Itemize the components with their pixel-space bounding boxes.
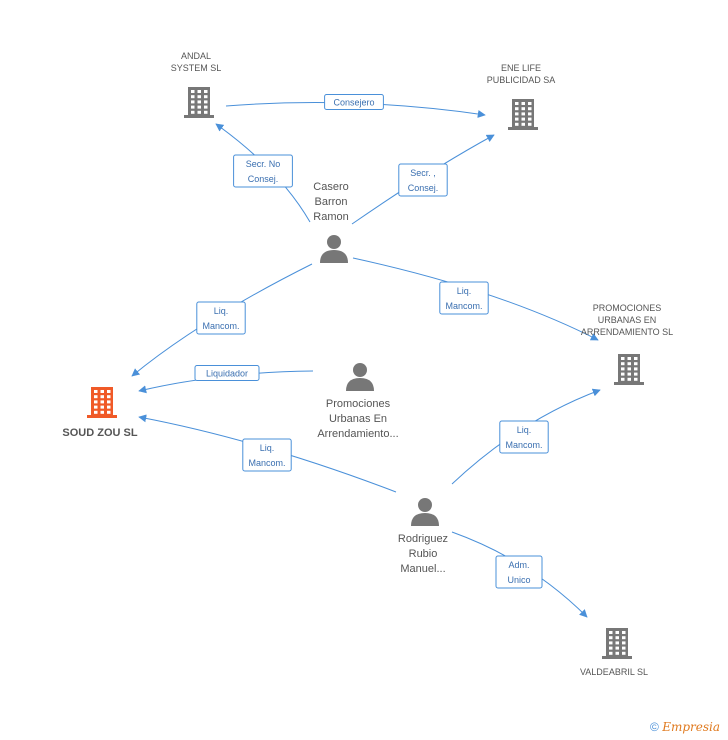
- node-label: VALDEABRIL SL: [580, 667, 648, 677]
- company-node-valdeabril[interactable]: VALDEABRIL SL: [580, 628, 648, 677]
- building-icon: [87, 387, 117, 418]
- edge-label-casero-to-enelife[interactable]: Secr. , Consej.: [398, 163, 448, 197]
- edge-label-promociones_p-to-soud[interactable]: Liquidador: [194, 365, 260, 381]
- edge-label-text: Mancom.: [202, 321, 239, 331]
- edge-label-text: Liquidador: [206, 369, 248, 379]
- brand-name: Empresia: [662, 720, 720, 734]
- edge-label-casero-to-andal[interactable]: Secr. No Consej.: [233, 154, 293, 188]
- node-label: Rubio: [409, 548, 438, 560]
- node-label: ANDAL: [181, 51, 211, 61]
- edge-label-text: Mancom.: [505, 440, 542, 450]
- edge-label-text: Liq.: [214, 306, 229, 316]
- footer-brand[interactable]: © Empresia: [650, 720, 720, 734]
- node-label: SOUD ZOU SL: [62, 427, 137, 439]
- node-label: Arrendamiento...: [317, 428, 398, 440]
- edge-label-text: Consejero: [333, 98, 374, 108]
- edge-label-box: [196, 301, 246, 335]
- edge-label-box: [439, 281, 489, 315]
- node-label: Urbanas En: [329, 413, 387, 425]
- building-icon: [602, 628, 632, 659]
- node-label: SYSTEM SL: [171, 63, 222, 73]
- edge-label-box: [398, 163, 448, 197]
- company-node-andal[interactable]: ANDAL SYSTEM SL: [171, 51, 222, 118]
- edge-label-box: [324, 94, 384, 110]
- building-icon: [614, 354, 644, 385]
- node-label: URBANAS EN: [598, 315, 657, 325]
- edge-label-box: [499, 420, 549, 454]
- node-label: Ramon: [313, 211, 348, 223]
- copyright-icon: ©: [650, 720, 659, 734]
- edge-label-rodriguez-to-valdeabril[interactable]: Adm. Unico: [495, 555, 543, 589]
- company-node-soud[interactable]: SOUD ZOU SL: [62, 387, 138, 439]
- edge-label-casero-to-promociones_co[interactable]: Liq. Mancom.: [439, 281, 489, 315]
- edge-label-text: Liq.: [260, 443, 275, 453]
- edge-label-casero-to-soud[interactable]: Liq. Mancom.: [196, 301, 246, 335]
- node-label: Barron: [314, 196, 347, 208]
- edge-label-box: [194, 365, 260, 381]
- node-label: Rodriguez: [398, 533, 448, 545]
- edge-label-andal-to-enelife[interactable]: Consejero: [324, 94, 384, 110]
- edge-label-text: Adm.: [508, 560, 529, 570]
- node-label: ENE LIFE: [501, 63, 541, 73]
- person-icon: [411, 498, 439, 526]
- edge-label-text: Unico: [507, 575, 530, 585]
- edge-label-text: Secr. No: [246, 159, 281, 169]
- node-label: Promociones: [326, 398, 391, 410]
- node-label: PUBLICIDAD SA: [487, 75, 556, 85]
- company-node-promociones_co[interactable]: PROMOCIONES URBANAS EN ARRENDAMIENTO SL: [581, 303, 673, 385]
- edge-label-box: [495, 555, 543, 589]
- edge-label-text: Mancom.: [445, 301, 482, 311]
- company-node-enelife[interactable]: ENE LIFE PUBLICIDAD SA: [487, 63, 556, 130]
- edge-label-rodriguez-to-promociones_co[interactable]: Liq. Mancom.: [499, 420, 549, 454]
- node-label: Manuel...: [400, 563, 445, 575]
- node-label: PROMOCIONES: [593, 303, 662, 313]
- edge-label-text: Consej.: [408, 183, 439, 193]
- person-node-rodriguez[interactable]: RodriguezRubioManuel...: [398, 498, 448, 575]
- node-label: Casero: [313, 181, 348, 193]
- edge-label-text: Secr. ,: [410, 168, 436, 178]
- building-icon: [184, 87, 214, 118]
- edge-label-rodriguez-to-soud[interactable]: Liq. Mancom.: [242, 438, 292, 472]
- edge-label-text: Liq.: [517, 425, 532, 435]
- edge-label-box: [242, 438, 292, 472]
- person-icon: [320, 235, 348, 263]
- node-label: ARRENDAMIENTO SL: [581, 327, 673, 337]
- edge-label-box: [233, 154, 293, 188]
- building-icon: [508, 99, 538, 130]
- edge-label-text: Mancom.: [248, 458, 285, 468]
- edge-label-text: Consej.: [248, 174, 279, 184]
- person-icon: [346, 363, 374, 391]
- edge-label-text: Liq.: [457, 286, 472, 296]
